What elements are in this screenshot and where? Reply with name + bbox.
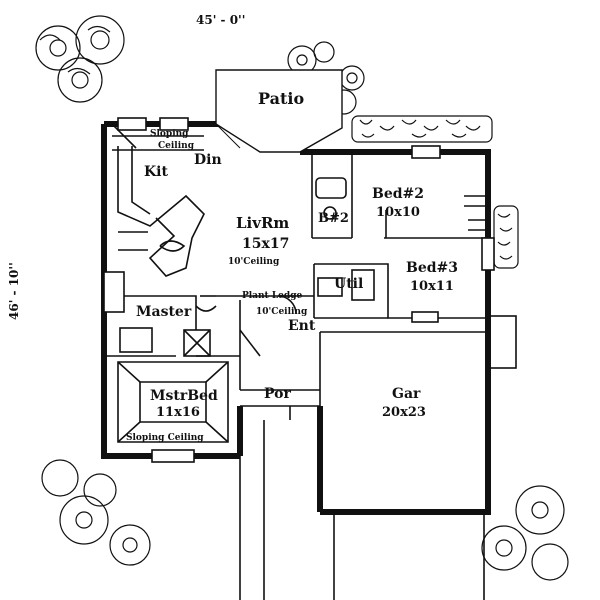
util-label: Util bbox=[334, 276, 363, 292]
bed2-size-label: 10x10 bbox=[376, 205, 420, 220]
patio-label: Patio bbox=[258, 89, 304, 108]
bath2-label: B#2 bbox=[318, 211, 349, 226]
gar-label: Gar bbox=[392, 386, 421, 402]
width-dimension: 45' - 0'' bbox=[196, 13, 245, 27]
master-label: Master bbox=[136, 304, 192, 320]
sloping-ceiling-bottom-label: Sloping Ceiling bbox=[126, 433, 204, 443]
shrub-cluster-bottom-left bbox=[41, 459, 151, 566]
livrm-size-label: 15x17 bbox=[242, 236, 289, 252]
ent-label: Ent bbox=[288, 318, 316, 334]
mstrbed-size-label: 11x16 bbox=[156, 405, 200, 420]
depth-dimension: 46' - 10'' bbox=[7, 262, 21, 320]
interior-walls bbox=[103, 117, 517, 600]
patio: Patio bbox=[215, 69, 343, 153]
din-label: Din bbox=[194, 152, 222, 168]
bed2-label: Bed#2 bbox=[372, 186, 424, 202]
livrm-ceiling-label: 10'Ceiling bbox=[228, 257, 280, 267]
gar-size-label: 20x23 bbox=[382, 405, 426, 420]
kit-label: Kit bbox=[144, 164, 168, 180]
stone-hedge-top-right bbox=[351, 115, 493, 143]
sloping-ceiling-top-label: Sloping bbox=[150, 129, 189, 139]
ent-ceiling-label: 10'Ceiling bbox=[256, 307, 308, 317]
mstrbed-label: MstrBed bbox=[150, 388, 218, 404]
room-labels: 45' - 0'' 46' - 10'' Sloping Ceiling Din… bbox=[7, 13, 458, 443]
bed3-size-label: 10x11 bbox=[410, 279, 454, 294]
bed3-label: Bed#3 bbox=[406, 260, 458, 276]
por-label: Por bbox=[264, 386, 291, 402]
stone-hedge-right bbox=[493, 205, 519, 269]
sloping-ceiling-top-label-2: Ceiling bbox=[158, 141, 195, 151]
shrub-cluster-bottom-right bbox=[481, 485, 569, 581]
shrub-cluster-top-left bbox=[35, 15, 125, 103]
livrm-label: LivRm bbox=[236, 214, 289, 232]
plant-ledge-label: Plant Ledge bbox=[242, 291, 302, 301]
